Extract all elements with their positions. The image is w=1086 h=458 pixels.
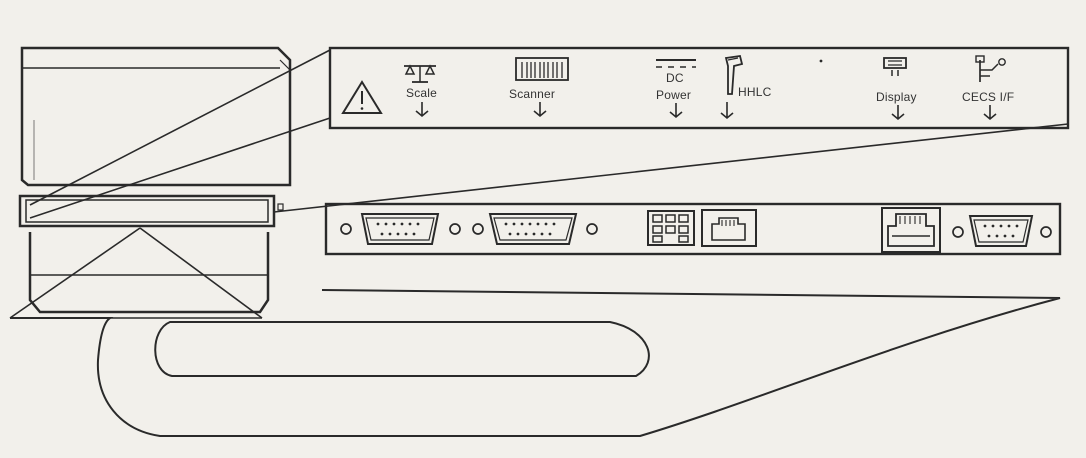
hhlc-arrow-icon [720,102,734,120]
panel-mark [819,59,823,63]
dc-power-label-line1: DC [666,71,684,85]
scale-label: Scale [406,86,437,100]
dc-power-port-label: DC Power [656,59,696,119]
scale-db-port [340,213,461,245]
scanner-db-port [472,213,598,245]
hhlc-label: HHLC [738,85,772,99]
terminal-device [18,46,292,314]
leader-lines-bottom [9,227,263,319]
display-rj-jack [881,207,941,253]
rear-label-panel [328,46,1070,130]
display-port-label: Display [876,57,917,121]
warning-icon [341,80,383,114]
scanner-arrow-icon [533,102,547,118]
cable-routing-arrow [10,289,1061,437]
scanner-icon [515,57,569,81]
scanner-port-label: Scanner [509,57,569,118]
leader-lines-top [29,49,1069,219]
scale-arrow-icon [415,102,429,118]
cecs-label: CECS I/F [962,90,1014,104]
cecs-db9-port [952,215,1052,247]
dc-power-connector [647,210,695,246]
scale-port-label: Scale [404,64,437,118]
dc-power-icon [656,59,696,68]
connector-panel [324,202,1062,256]
scale-icon [404,64,436,83]
display-arrow-icon [891,105,905,121]
dc-power-arrow-icon [669,103,683,119]
cecs-port-label: CECS I/F [962,55,1014,121]
display-icon [883,57,907,76]
hhlc-icon [724,54,744,95]
usb-icon [975,55,1006,82]
display-label: Display [876,90,917,104]
hhlc-port-label: HHLC [720,54,772,120]
cecs-arrow-icon [983,105,997,121]
scanner-label: Scanner [509,87,555,101]
dc-power-label-line2: Power [656,88,691,102]
hhlc-rj-jack [701,209,757,247]
